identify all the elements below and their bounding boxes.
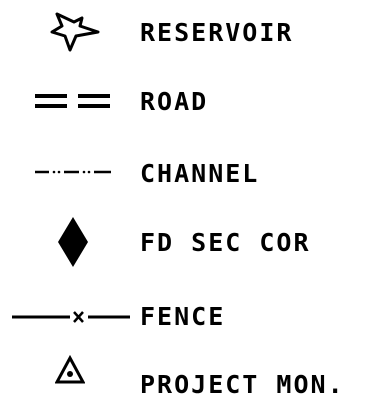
legend-label-channel: CHANNEL [140,159,260,188]
double-line-icon [35,94,110,108]
legend-row-road: ROAD [0,75,374,135]
legend-row-fd-sec-cor: FD SEC COR [0,210,374,270]
filled-diamond-icon [58,217,88,267]
legend-label-project-mon: PROJECT MON. [140,370,345,399]
map-legend: RESERVOIR ROAD CHANNEL FD SEC COR [0,5,374,397]
legend-row-project-mon: PROJECT MON. [0,355,374,415]
legend-row-reservoir: RESERVOIR [0,5,374,65]
dash-dot-line-icon [35,170,111,174]
legend-label-fd-sec-cor: FD SEC COR [140,228,311,257]
legend-label-reservoir: RESERVOIR [140,18,294,47]
fence-line-x-icon [12,311,130,323]
legend-row-fence: FENCE [0,290,374,350]
legend-label-road: ROAD [140,87,209,116]
legend-label-fence: FENCE [140,302,226,331]
triangle-dot-icon [55,355,85,384]
legend-row-channel: CHANNEL [0,145,374,205]
reservoir-outline-icon [50,12,100,52]
